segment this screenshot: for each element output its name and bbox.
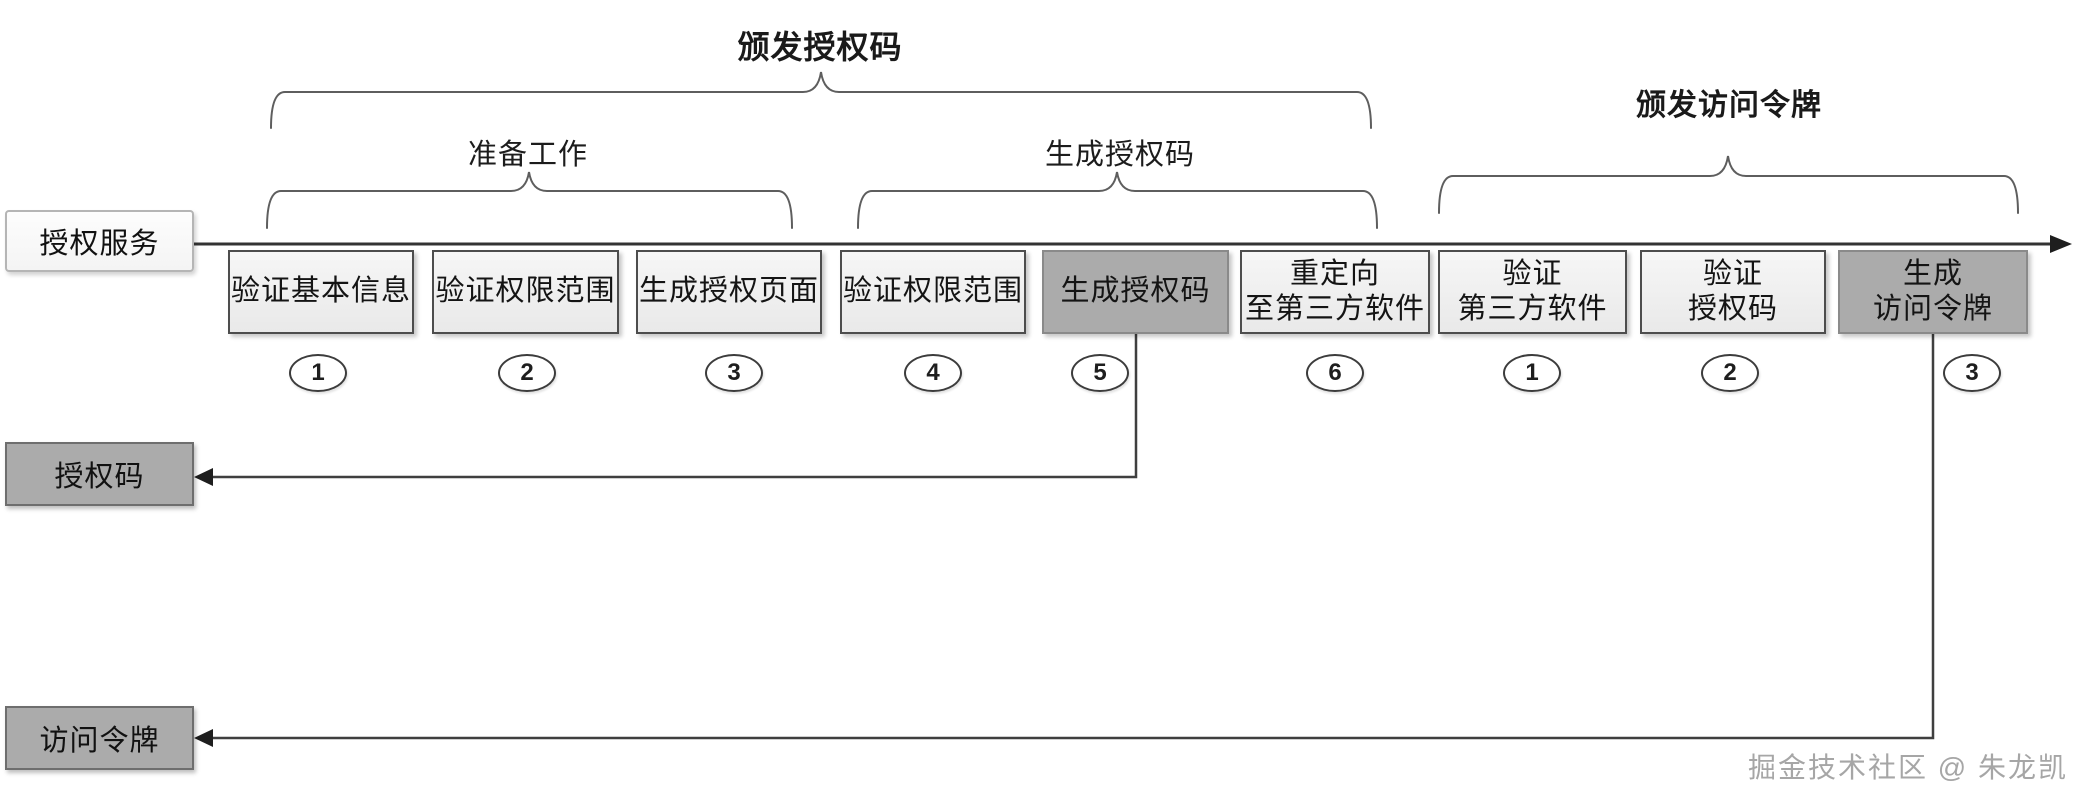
- step-number-badge-8: 2: [1701, 354, 1759, 392]
- badge-number: 1: [311, 359, 325, 386]
- step-label: 验证: [1702, 257, 1763, 290]
- step-box-verify-scope-2: 验证权限范围: [840, 250, 1026, 334]
- step-label: 生成授权码: [1060, 275, 1211, 308]
- auth-code-arrowhead-icon: [194, 468, 213, 486]
- step-label-line2: 访问令牌: [1872, 293, 1993, 325]
- lane-auth-code: 授权码: [5, 442, 194, 506]
- step-box-verify-basic-info: 验证基本信息: [228, 250, 414, 334]
- lane-auth-code-label: 授权码: [54, 461, 145, 493]
- step-box-generate-auth-code: 生成授权码: [1042, 250, 1229, 334]
- timeline-arrowhead-icon: [2050, 235, 2072, 253]
- title-issue-access-token: 颁发访问令牌: [1636, 89, 1822, 122]
- brace-issue-access-token: [1438, 155, 2019, 214]
- step-box-verify-auth-code: 验证授权码: [1640, 250, 1826, 334]
- step-label: 验证权限范围: [842, 275, 1023, 308]
- step-number-badge-7: 1: [1503, 354, 1561, 392]
- step-label-line2: 至第三方软件: [1244, 293, 1425, 325]
- lane-auth-service-label: 授权服务: [39, 228, 160, 260]
- lane-access-token-label: 访问令牌: [39, 725, 160, 757]
- step-label: 生成授权页面: [638, 275, 819, 308]
- badge-number: 1: [1525, 359, 1539, 386]
- badge-number: 5: [1093, 359, 1107, 386]
- step-label: 重定向: [1289, 257, 1380, 290]
- lane-access-token: 访问令牌: [5, 706, 194, 770]
- step-label: 验证基本信息: [230, 275, 411, 308]
- access-token-arrowhead-icon: [194, 729, 213, 747]
- title-issue-auth-code: 颁发授权码: [737, 29, 903, 65]
- step-box-redirect-third-party: 重定向至第三方软件: [1240, 250, 1430, 334]
- badge-number: 2: [520, 359, 534, 386]
- step-number-badge-2: 2: [498, 354, 556, 392]
- brace-issue-auth-code: [270, 71, 1372, 129]
- step-box-generate-access-token: 生成访问令牌: [1838, 250, 2028, 334]
- step-box-verify-third-party: 验证第三方软件: [1438, 250, 1627, 334]
- brace-generate-auth-code: [857, 171, 1378, 229]
- step-number-badge-6: 6: [1306, 354, 1364, 392]
- connector-access-token: [212, 332, 1935, 740]
- badge-number: 4: [926, 359, 940, 386]
- step-number-badge-3: 3: [705, 354, 763, 392]
- step-box-verify-scope-1: 验证权限范围: [432, 250, 619, 334]
- label-prepare-work: 准备工作: [467, 139, 588, 171]
- label-generate-auth-code: 生成授权码: [1044, 139, 1195, 171]
- step-label-line2: 授权码: [1687, 293, 1778, 325]
- step-label: 生成: [1902, 257, 1963, 290]
- badge-number: 3: [727, 359, 741, 386]
- badge-number: 3: [1965, 359, 1979, 386]
- step-number-badge-1: 1: [289, 354, 347, 392]
- step-label-line2: 第三方软件: [1457, 293, 1608, 325]
- step-label: 验证权限范围: [435, 275, 616, 308]
- step-label: 验证: [1502, 257, 1563, 290]
- watermark-text: 掘金技术社区 @ 朱龙凯: [1748, 752, 2068, 783]
- step-box-generate-auth-page: 生成授权页面: [636, 250, 822, 334]
- badge-number: 6: [1328, 359, 1342, 386]
- step-number-badge-4: 4: [904, 354, 962, 392]
- step-number-badge-5: 5: [1071, 354, 1129, 392]
- step-number-badge-9: 3: [1943, 354, 2001, 392]
- badge-number: 2: [1723, 359, 1737, 386]
- lane-auth-service: 授权服务: [5, 210, 194, 272]
- connector-auth-code: [212, 332, 1138, 479]
- brace-prepare-work: [266, 171, 793, 229]
